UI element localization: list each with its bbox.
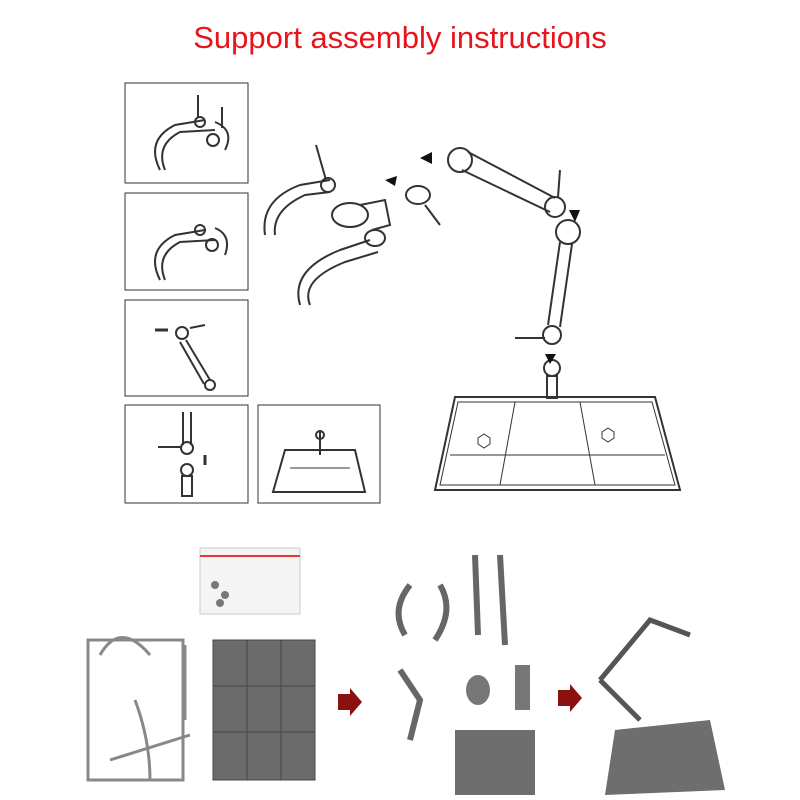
- joint-parts-photo: [466, 665, 530, 710]
- clamp-screw-icon: [154, 95, 230, 171]
- arrow-right-icon: [338, 688, 362, 716]
- large-base: [433, 396, 682, 491]
- step-2-box: [124, 192, 249, 291]
- arrow-right-icon: [558, 684, 582, 712]
- direction-arrows: [385, 152, 580, 364]
- large-clamp: [263, 144, 441, 306]
- parts-sprue: [86, 636, 191, 782]
- screw-bag: [199, 547, 301, 615]
- page-title: Support assembly instructions: [193, 20, 607, 55]
- arm-to-base-icon: [158, 412, 207, 497]
- step-4-box: [124, 404, 249, 504]
- arm-joint-icon: [155, 324, 216, 391]
- step-1-box: [124, 82, 249, 184]
- base-plate-photo-2: [455, 730, 535, 795]
- base-plate-icon: [271, 430, 367, 493]
- clamp-assembled-icon: [154, 224, 228, 281]
- large-arm: [447, 147, 581, 399]
- assembled-stand-photo: [598, 617, 725, 795]
- arm-parts-photo: [395, 554, 508, 741]
- step-3-box: [124, 299, 249, 397]
- base-plate-photo: [212, 639, 316, 781]
- arrow-icons: [338, 684, 582, 716]
- step-5-box: [257, 404, 381, 504]
